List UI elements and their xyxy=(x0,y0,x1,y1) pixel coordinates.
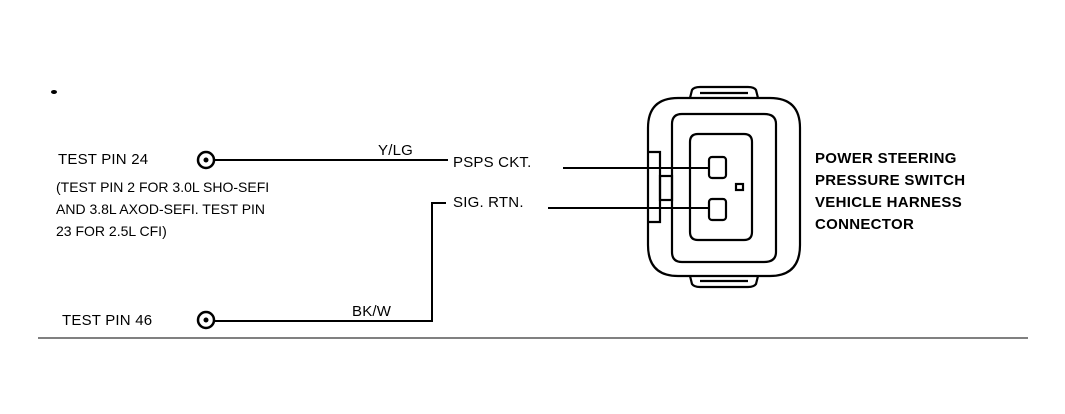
ink-speck xyxy=(51,90,57,94)
connector-title-line: VEHICLE HARNESS xyxy=(815,194,963,211)
pin-note: (TEST PIN 2 FOR 3.0L SHO-SEFI AND 3.8L A… xyxy=(56,176,269,242)
wire-color-y-lg: Y/LG xyxy=(378,142,413,159)
test-pin-46-label: TEST PIN 46 xyxy=(62,312,153,329)
pin-note-line: 23 FOR 2.5L CFI) xyxy=(56,223,167,239)
bk-w-wire xyxy=(214,202,446,322)
connector-title-line: PRESSURE SWITCH xyxy=(815,172,966,189)
test-pin-46-terminal xyxy=(196,310,216,330)
pin-note-line: (TEST PIN 2 FOR 3.0L SHO-SEFI xyxy=(56,179,270,195)
psps-ckt-label: PSPS CKT. xyxy=(453,154,532,171)
pin-note-line: AND 3.8L AXOD-SEFI. TEST PIN xyxy=(56,201,266,217)
connector-title: POWER STEERING PRESSURE SWITCH VEHICLE H… xyxy=(815,148,965,236)
wire-color-bk-w: BK/W xyxy=(352,303,392,320)
sig-rtn-label: SIG. RTN. xyxy=(453,194,524,211)
connector-title-line: POWER STEERING xyxy=(815,150,957,167)
test-pin-24-label: TEST PIN 24 xyxy=(58,151,149,168)
harness-connector xyxy=(646,85,802,289)
connector-title-line: CONNECTOR xyxy=(815,216,915,233)
test-pin-24-terminal xyxy=(196,150,216,170)
